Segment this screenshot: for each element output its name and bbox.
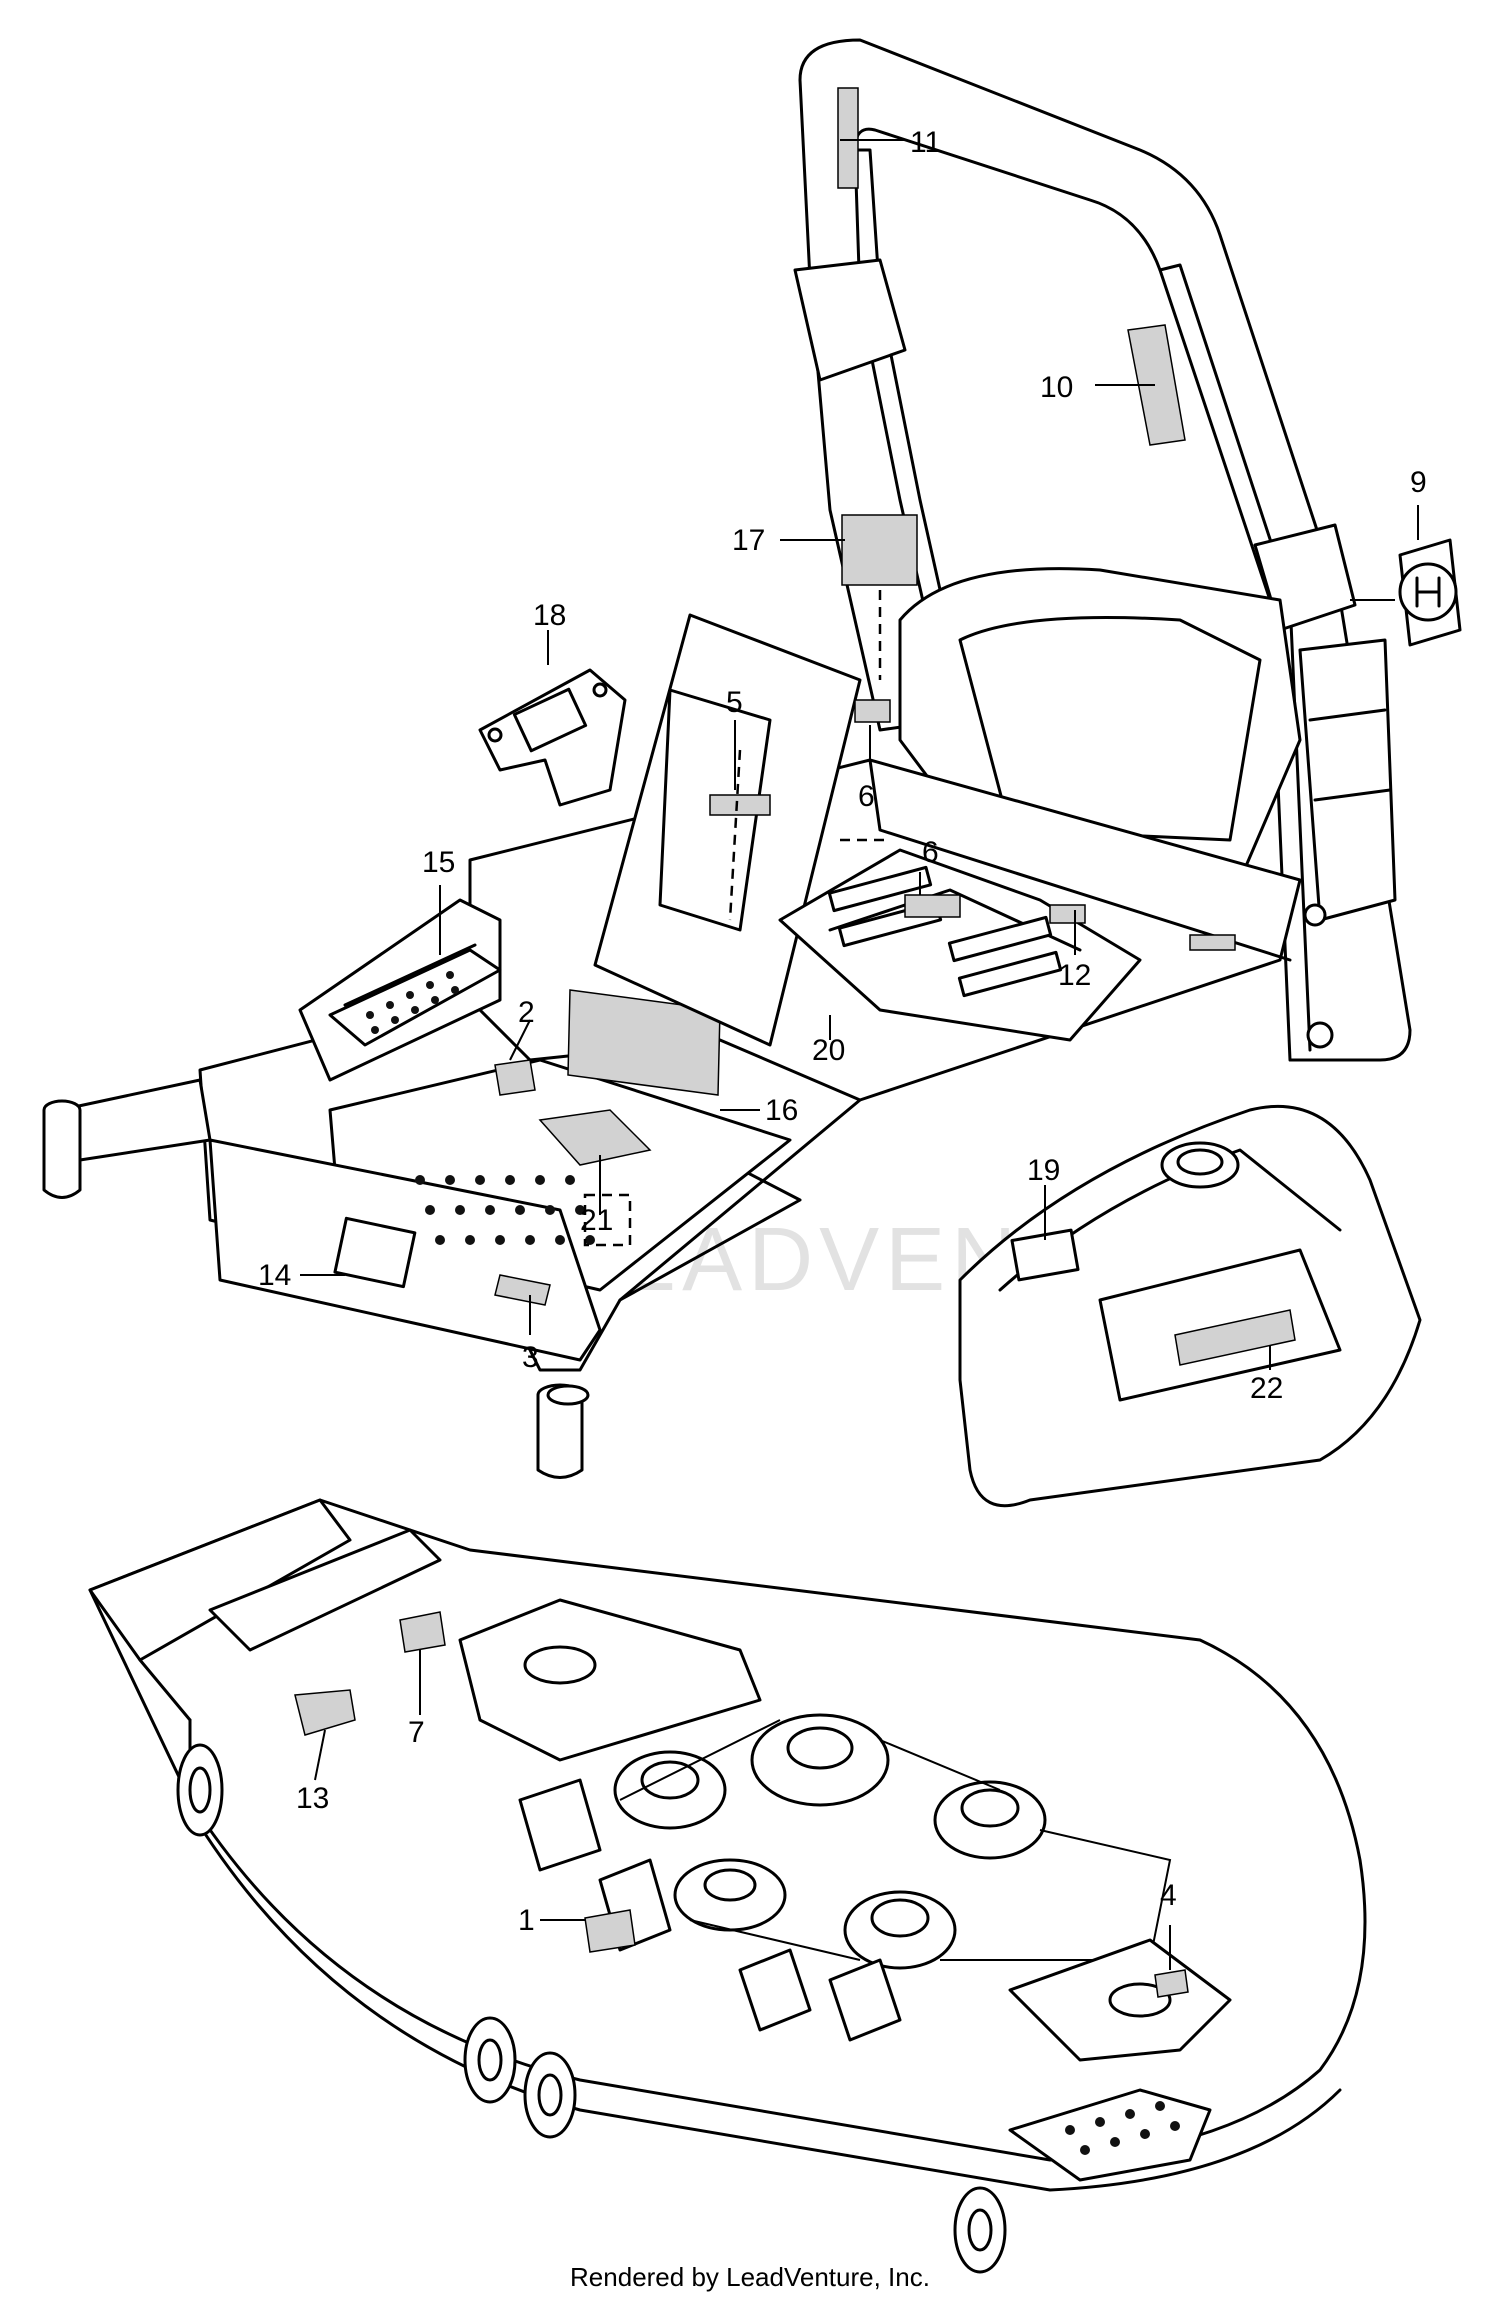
- seat-pan: [593, 613, 862, 1047]
- instrument-plate: [478, 668, 627, 807]
- callout-22: 22: [1250, 1372, 1283, 1405]
- decal-2: [494, 1059, 536, 1096]
- decal-3: [494, 1274, 551, 1306]
- callout-7: 7: [408, 1716, 425, 1749]
- decal-19: [1010, 1228, 1080, 1282]
- mower-deck: [88, 1498, 1367, 2274]
- decal-13: [294, 1689, 356, 1736]
- decal-16: [567, 989, 721, 1096]
- callout-15: 15: [422, 846, 455, 879]
- deck-wheel-right: [953, 2186, 1007, 2274]
- callout-5: 5: [726, 686, 743, 719]
- callout-10: 10: [1040, 371, 1073, 404]
- callouts: 1 2 3 4 5 6 6 7 9 10 11 12 13 14 15 16 1…: [258, 126, 1427, 1937]
- decal-5: [709, 794, 771, 816]
- leader-lines: [300, 139, 1419, 1970]
- decal-12: [1049, 904, 1086, 924]
- decal-4: [1154, 1969, 1189, 1998]
- callout-1: 1: [518, 1904, 535, 1937]
- footer-credit: Rendered by LeadVenture, Inc.: [570, 2262, 930, 2292]
- decal-7: [399, 1611, 446, 1653]
- deck-wheel-left: [176, 1743, 224, 1837]
- decal-6c: [1189, 934, 1236, 951]
- control-panel-holes: [366, 971, 459, 1034]
- deck-wheel-front-1: [463, 2016, 517, 2104]
- decal-21: [538, 1109, 652, 1166]
- callout-6a: 6: [858, 780, 875, 813]
- decal-10: [1127, 324, 1186, 446]
- foot-pan-holes: [415, 1175, 595, 1245]
- callout-16: 16: [765, 1094, 798, 1127]
- callout-13: 13: [296, 1782, 329, 1815]
- callout-4: 4: [1160, 1879, 1177, 1912]
- deck-wheel-front-2: [523, 2051, 577, 2139]
- callout-19: 19: [1027, 1154, 1060, 1187]
- callout-18: 18: [533, 599, 566, 632]
- seat-platform: [778, 514, 1236, 1042]
- brand-badge: [1398, 538, 1462, 647]
- pulley-3: [933, 1780, 1047, 1860]
- callout-9: 9: [1410, 466, 1427, 499]
- decal-6b: [904, 894, 961, 918]
- rear-fender: [958, 1104, 1422, 1508]
- callout-17: 17: [732, 524, 765, 557]
- callout-3: 3: [522, 1341, 539, 1374]
- callout-2: 2: [518, 996, 535, 1029]
- callout-21: 21: [580, 1204, 613, 1237]
- rollover-bar: [793, 38, 1412, 1062]
- pulley-2: [750, 1713, 890, 1807]
- decal-17: [841, 514, 918, 586]
- decal-6a: [854, 699, 891, 723]
- pulley-1: [613, 1750, 727, 1830]
- callout-14: 14: [258, 1259, 291, 1292]
- callout-6b: 6: [922, 836, 939, 869]
- step-plate-holes: [1065, 2101, 1180, 2155]
- control-panel: [328, 943, 502, 1047]
- callout-12: 12: [1058, 959, 1091, 992]
- callout-11: 11: [910, 126, 941, 159]
- callout-20: 20: [812, 1034, 845, 1067]
- decal-22: [1174, 1309, 1296, 1366]
- decal-11: [837, 87, 859, 189]
- pulley-5: [843, 1890, 957, 1970]
- decal-1: [584, 1909, 636, 1953]
